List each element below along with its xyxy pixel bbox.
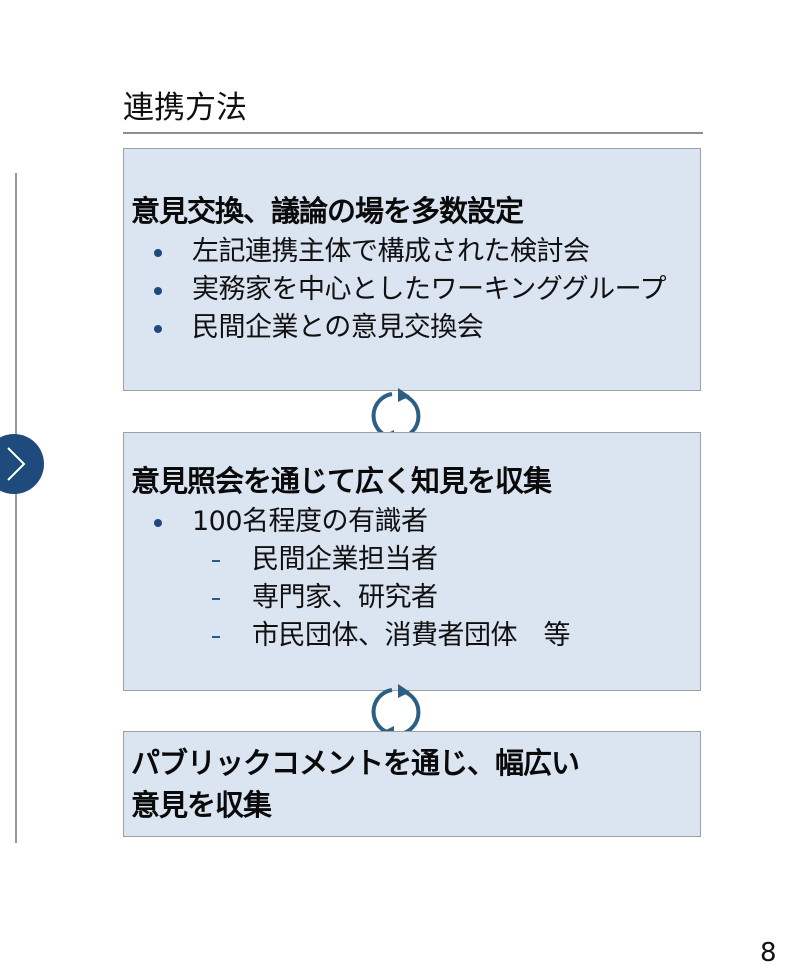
box-heading: 意見照会を通じて広く知見を収集 (131, 464, 552, 498)
box-heading: パブリックコメントを通じ、幅広い 意見を収集 (131, 742, 580, 826)
bullet-icon (154, 287, 162, 295)
list-item: 民間企業との意見交換会 (154, 309, 666, 347)
sub-item-text: 市民団体、消費者団体 等 (252, 620, 571, 651)
sub-item-text: 民間企業担当者 (252, 544, 438, 575)
sub-list-item: 民間企業担当者 (154, 541, 570, 579)
page-number: 8 (760, 938, 777, 968)
slide-title: 連携方法 (123, 90, 247, 126)
bullet-list: 左記連携主体で構成された検討会 実務家を中心としたワーキンググループ 民間企業と… (154, 233, 667, 347)
list-item-text: 実務家を中心としたワーキンググループ (192, 274, 667, 305)
bullet-icon (154, 325, 162, 333)
dash-icon (212, 636, 220, 638)
box-heading: 意見交換、議論の場を多数設定 (131, 194, 524, 228)
sub-list-item: 専門家、研究者 (154, 579, 570, 617)
list-item-text: 左記連携主体で構成された検討会 (192, 236, 590, 267)
bullet-icon (154, 249, 162, 257)
list-item-text: 民間企業との意見交換会 (192, 312, 484, 343)
heading-line-2: 意見を収集 (131, 788, 272, 822)
heading-line-1: パブリックコメントを通じ、幅広い (131, 746, 580, 780)
dash-icon (212, 598, 220, 600)
sub-item-text: 専門家、研究者 (252, 582, 438, 613)
sub-list: 民間企業担当者 専門家、研究者 市民団体、消費者団体 等 (154, 541, 571, 655)
public-comment-box: パブリックコメントを通じ、幅広い 意見を収集 (123, 731, 701, 837)
sub-list-item: 市民団体、消費者団体 等 (154, 617, 571, 655)
list-item: 左記連携主体で構成された検討会 (154, 233, 666, 271)
timeline-vertical-line (15, 173, 17, 843)
bullet-list: 100名程度の有識者 (154, 503, 428, 541)
discussion-box: 意見交換、議論の場を多数設定 左記連携主体で構成された検討会 実務家を中心とした… (123, 148, 701, 391)
bullet-icon (154, 519, 162, 527)
list-item: 実務家を中心としたワーキンググループ (154, 271, 667, 309)
chevron-right-icon (7, 447, 26, 481)
dash-icon (212, 560, 220, 562)
title-underline (123, 132, 703, 134)
consultation-box: 意見照会を通じて広く知見を収集 100名程度の有識者 民間企業担当者 専門家、研… (123, 432, 701, 691)
list-item: 100名程度の有識者 (154, 503, 428, 541)
next-slide-button[interactable] (0, 434, 44, 494)
list-item-text: 100名程度の有識者 (192, 506, 428, 537)
